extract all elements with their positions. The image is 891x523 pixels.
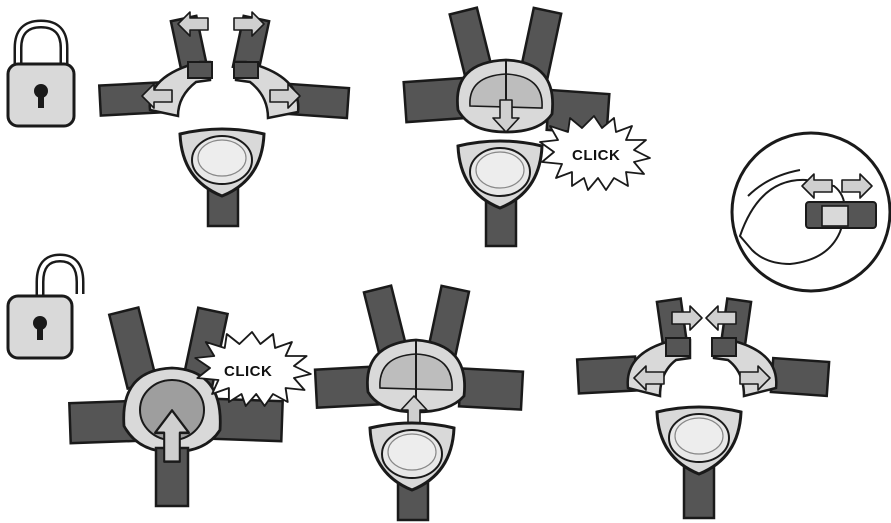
panel-bottom-left-push-click: CLICK xyxy=(68,305,312,508)
panel-top-middle-insert-click: CLICK xyxy=(402,6,651,248)
padlock-locked-icon xyxy=(6,19,76,128)
panel-top-left-separated-buckles xyxy=(97,11,351,228)
zoom-detail-circle xyxy=(730,131,891,293)
panel-bottom-middle-joined xyxy=(313,284,525,522)
panel-bottom-right-release xyxy=(575,297,831,520)
click-label-top: CLICK xyxy=(572,147,620,164)
padlock-unlocked-icon xyxy=(6,253,85,360)
click-label-bottom: CLICK xyxy=(224,363,272,380)
